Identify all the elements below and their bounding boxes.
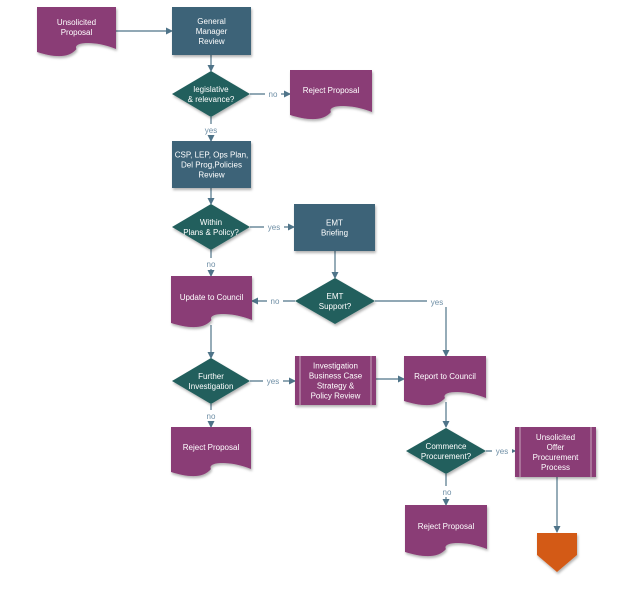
within-plans-decision-node (172, 204, 250, 250)
edge-label-yes-support: yes (431, 298, 443, 307)
report-council-label: Report to Council (414, 372, 476, 381)
further-investigation-decision-shape (172, 358, 250, 404)
edge-label-yes-legislative: yes (205, 126, 217, 135)
csp-review-shape (172, 141, 251, 188)
reject-2-shape (171, 427, 251, 477)
edge-label-no-further: no (207, 412, 216, 421)
edge-support-to-report (375, 300, 450, 357)
legislative-decision-node (172, 71, 250, 117)
commence-procurement-decision-node (406, 428, 486, 474)
reject-2-label: Reject Proposal (183, 443, 240, 452)
report-council-shape (404, 356, 486, 406)
update-council-label: Update to Council (180, 293, 244, 302)
report-council-node (404, 356, 486, 406)
edge-label-yes-within: yes (268, 223, 280, 232)
reject-3-label: Reject Proposal (418, 522, 475, 531)
edge-label-no-commence: no (443, 488, 452, 497)
unsolicited-proposal-node (37, 7, 116, 57)
reject-3-node (405, 505, 487, 557)
offer-procurement-node (515, 427, 596, 477)
reject-2-node (171, 427, 251, 477)
within-plans-decision-shape (172, 204, 250, 250)
update-council-node (171, 276, 252, 328)
gm-review-shape (172, 7, 251, 55)
legislative-decision-shape (172, 71, 250, 117)
offer-procurement-shape (515, 427, 596, 477)
reject-3-shape (405, 505, 487, 557)
investigation-review-shape (295, 356, 376, 405)
edge-label-yes-further: yes (267, 377, 279, 386)
gm-review-node (172, 7, 251, 55)
csp-review-node (172, 141, 251, 188)
edge-label-no-within: no (207, 260, 216, 269)
reject-1-label: Reject Proposal (303, 86, 360, 95)
emt-support-decision-node (295, 278, 375, 324)
end-terminator-shape (537, 533, 577, 572)
edge-label-no-support: no (271, 297, 280, 306)
emt-briefing-node (294, 204, 375, 251)
legislative-decision-label: legislative& relevance? (188, 85, 235, 104)
investigation-review-node (295, 356, 376, 405)
update-council-shape (171, 276, 252, 328)
emt-briefing-shape (294, 204, 375, 251)
commence-procurement-decision-shape (406, 428, 486, 474)
emt-support-decision-shape (295, 278, 375, 324)
reject-1-node (290, 70, 372, 120)
edge-label-no-legislative: no (269, 90, 278, 99)
further-investigation-decision-node (172, 358, 250, 404)
unsolicited-proposal-shape (37, 7, 116, 57)
reject-1-shape (290, 70, 372, 120)
edge-label-yes-commence: yes (496, 447, 508, 456)
edge-labels: no yes yes no no yes yes no yes no (202, 88, 512, 497)
